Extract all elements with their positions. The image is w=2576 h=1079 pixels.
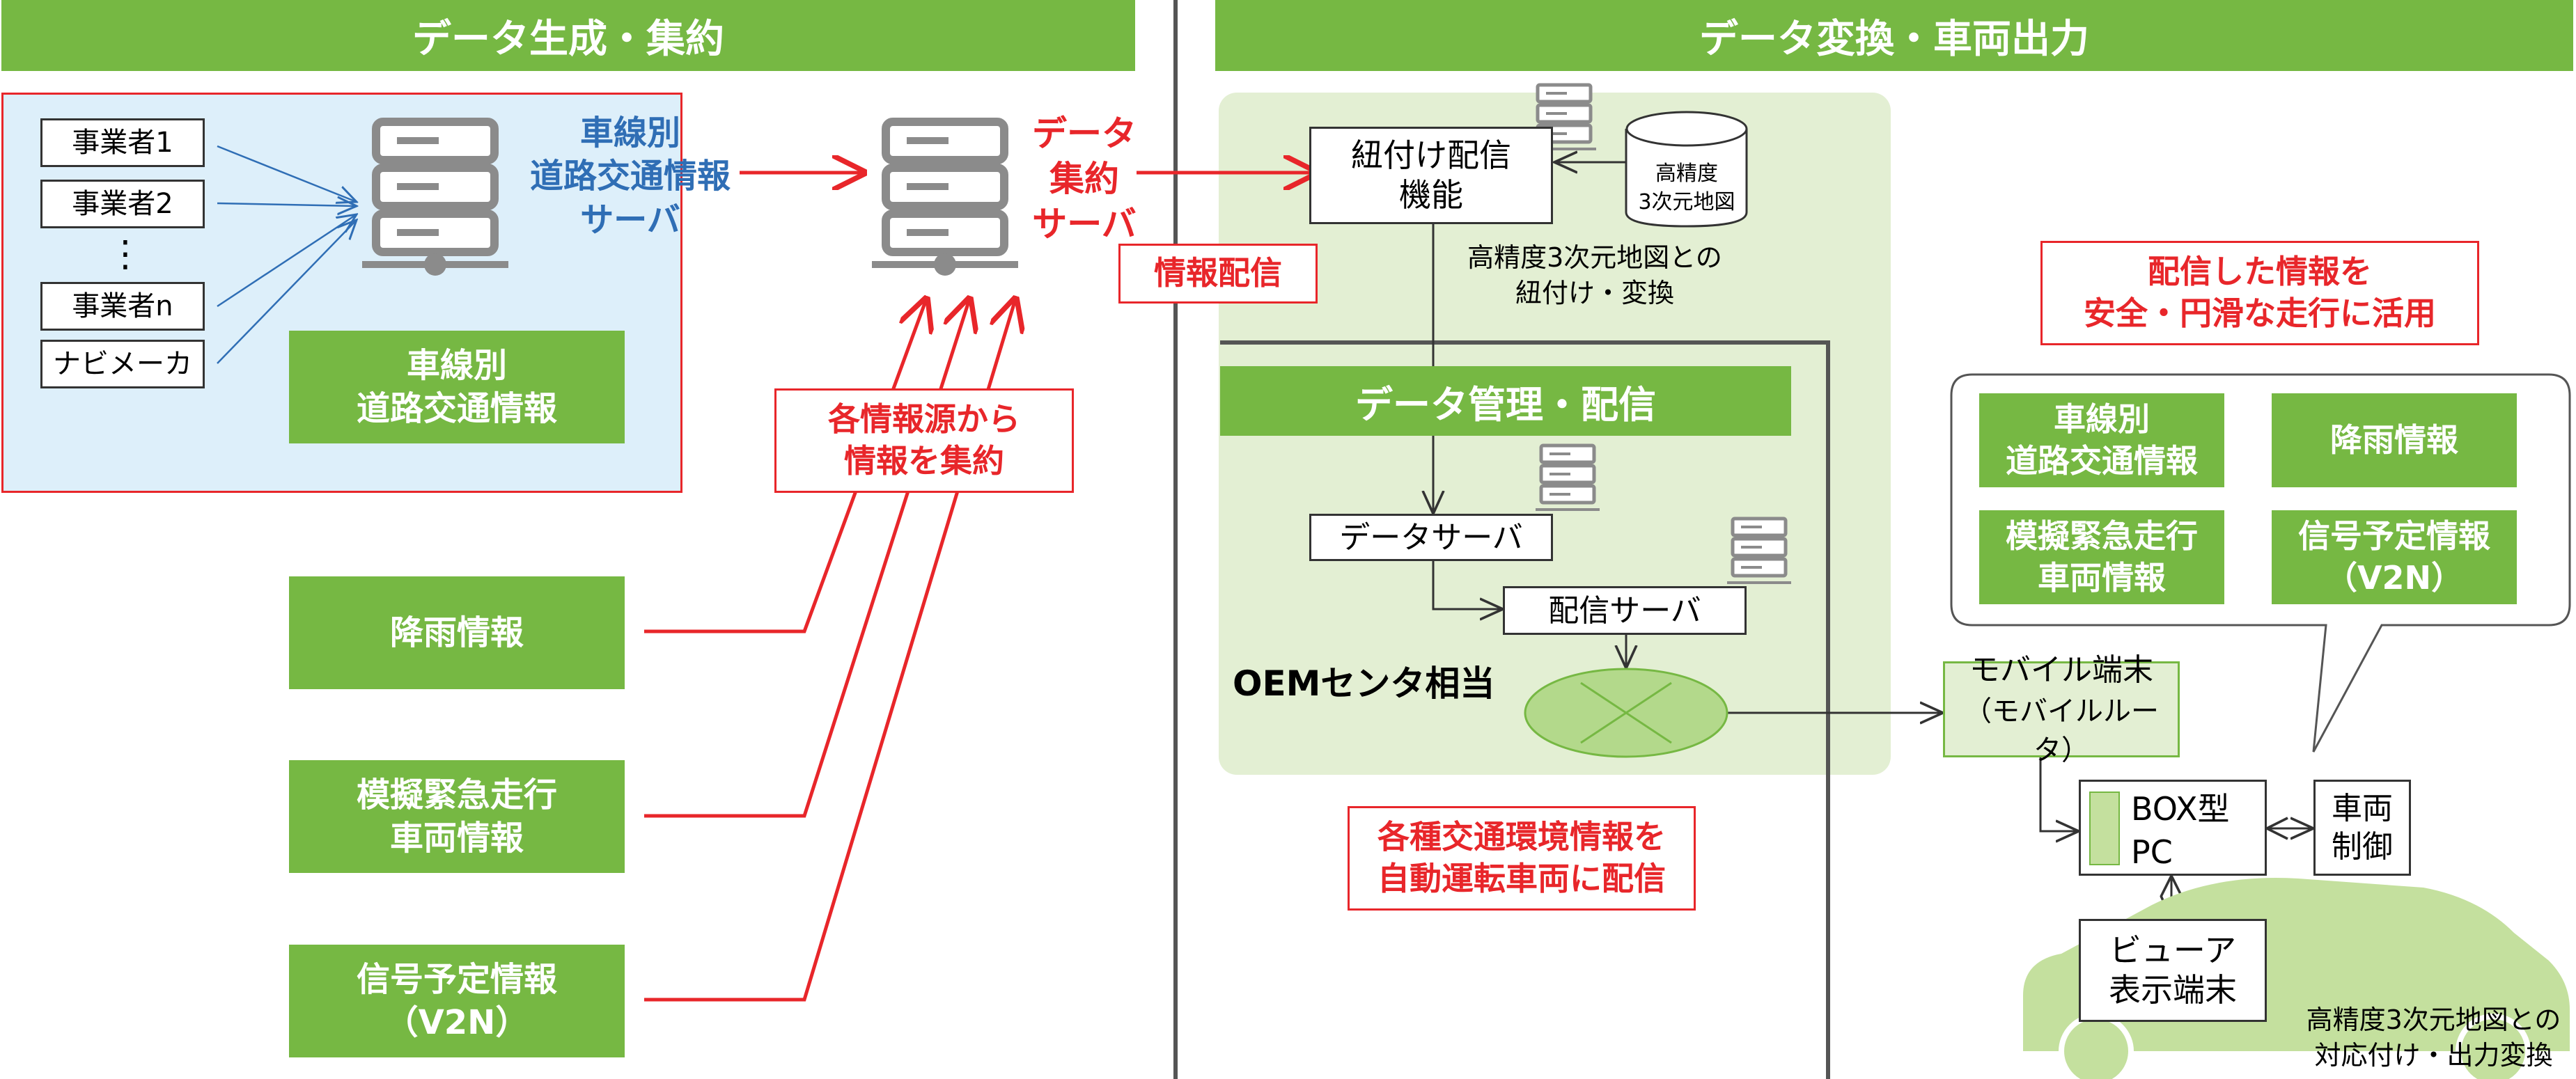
emergency-line1: 模擬緊急走行 (356, 775, 557, 814)
aggregation-label-line2: 集約 (1049, 159, 1119, 199)
viewer-terminal-box: ビューア 表示端末 (2079, 919, 2267, 1022)
hd-map-cylinder (1625, 111, 1748, 228)
usage-note-line2: 安全・円滑な走行に活用 (2084, 294, 2436, 332)
lane-info-box: 車線別 道路交通情報 (289, 331, 625, 443)
provider-1-box: 事業者1 (40, 118, 205, 167)
usage-note-line1: 配信した情報を (2148, 253, 2372, 291)
aggregation-server-label: データ 集約 サーバ (1018, 111, 1150, 247)
traffic-note-box: 各種交通環境情報を 自動運転車両に配信 (1348, 806, 1696, 911)
box-pc-icon (2089, 791, 2120, 865)
bubble-signal-info: 信号予定情報 （V2N） (2272, 510, 2517, 604)
viewer-line2: 表示端末 (2109, 971, 2237, 1009)
delivery-server-box: 配信サーバ (1503, 586, 1747, 635)
data-server-box: データサーバ (1309, 514, 1553, 561)
linking-line2: 機能 (1399, 176, 1463, 214)
aggregation-server-icon (872, 118, 1018, 276)
signal-line2: （V2N） (384, 1003, 529, 1042)
management-frame (1220, 340, 1830, 1079)
bubble-rain-info: 降雨情報 (2272, 393, 2517, 487)
lane-server-label-line1: 車線別 (579, 113, 680, 152)
bubble-rain-label: 降雨情報 (2330, 420, 2458, 459)
signal-info-box: 信号予定情報 （V2N） (289, 945, 625, 1057)
bubble-signal-line1: 信号予定情報 (2298, 517, 2490, 555)
hd-map-line1: 高精度 (1655, 162, 1718, 186)
bubble-lane-info: 車線別 道路交通情報 (1979, 393, 2224, 487)
oem-center-label: OEMセンタ相当 (1233, 663, 1495, 704)
vehicle-control-line2: 制御 (2332, 829, 2393, 865)
aggregation-label-line1: データ (1032, 113, 1137, 154)
rain-info-label: 降雨情報 (389, 613, 524, 652)
mobile-line1: モバイル端末 (1969, 652, 2153, 688)
lane-info-line2: 道路交通情報 (356, 389, 557, 428)
output-note: 高精度3次元地図との 対応付け・出力変換 (2291, 1002, 2576, 1074)
management-title: データ管理・配信 (1220, 366, 1791, 436)
linking-function-box: 紐付け配信 機能 (1309, 127, 1553, 224)
lane-server-icon (362, 118, 508, 276)
signal-line1: 信号予定情報 (356, 959, 557, 999)
data-server-icon (1536, 443, 1600, 511)
output-note-line1: 高精度3次元地図との (2306, 1005, 2561, 1035)
box-pc: BOX型 PC (2079, 780, 2267, 876)
collect-note-box: 各情報源から 情報を集約 (774, 388, 1074, 493)
emergency-line2: 車両情報 (389, 819, 524, 858)
viewer-line1: ビューア (2109, 931, 2237, 969)
linking-server-icon (1532, 83, 1596, 150)
linking-line1: 紐付け配信 (1351, 136, 1511, 174)
box-pc-line1: BOX型 (2131, 790, 2230, 828)
navi-maker-box: ナビメーカ (40, 340, 205, 388)
vehicle-control-box: 車両 制御 (2313, 780, 2411, 876)
traffic-note-line2: 自動運転車両に配信 (1377, 860, 1666, 897)
lane-info-line1: 車線別 (406, 345, 507, 385)
collect-note-line1: 各情報源から (828, 400, 1020, 439)
bubble-lane-line2: 道路交通情報 (2006, 441, 2198, 480)
provider-n-box: 事業者n (40, 282, 205, 331)
box-pc-line2: PC (2131, 833, 2173, 872)
header-data-conversion: データ変換・車両出力 (1215, 0, 2573, 71)
network-ellipse (1524, 668, 1728, 758)
bubble-lane-line1: 車線別 (2054, 400, 2150, 438)
usage-note-box: 配信した情報を 安全・円滑な走行に活用 (2040, 241, 2479, 345)
provider-ellipsis: ⋮ (107, 233, 143, 275)
bubble-emergency-line1: 模擬緊急走行 (2006, 517, 2198, 555)
distribute-label: 情報配信 (1118, 244, 1318, 304)
hd-map-label: 高精度 3次元地図 (1626, 160, 1747, 216)
bubble-emergency-info: 模擬緊急走行 車両情報 (1979, 510, 2224, 604)
linking-note-line2: 紐付け・変換 (1515, 278, 1674, 309)
aggregation-label-line3: サーバ (1032, 204, 1137, 244)
box-pc-label: BOX型 PC (2131, 787, 2263, 874)
mobile-terminal-box: モバイル端末 （モバイルルータ） (1943, 652, 2180, 766)
traffic-note-line1: 各種交通環境情報を (1377, 818, 1666, 856)
header-data-generation: データ生成・集約 (1, 0, 1135, 71)
vehicle-control-line1: 車両 (2332, 791, 2393, 826)
rain-info-box: 降雨情報 (289, 576, 625, 689)
provider-2-box: 事業者2 (40, 180, 205, 228)
hd-map-line2: 3次元地図 (1638, 189, 1735, 214)
delivery-server-icon (1727, 517, 1791, 584)
collect-note-line2: 情報を集約 (844, 442, 1004, 480)
linking-note-line1: 高精度3次元地図との (1467, 242, 1722, 273)
output-note-line2: 対応付け・出力変換 (2314, 1040, 2553, 1071)
emergency-vehicle-box: 模擬緊急走行 車両情報 (289, 760, 625, 873)
lane-server-label: 車線別 道路交通情報 サーバ (515, 111, 745, 242)
lane-server-label-line3: サーバ (580, 200, 680, 239)
linking-note: 高精度3次元地図との 紐付け・変換 (1442, 240, 1748, 312)
bubble-signal-line2: （V2N） (2325, 558, 2464, 597)
mobile-line2: （モバイルルータ） (1964, 695, 2159, 766)
bubble-emergency-line2: 車両情報 (2038, 558, 2166, 597)
lane-server-label-line2: 道路交通情報 (529, 157, 731, 196)
